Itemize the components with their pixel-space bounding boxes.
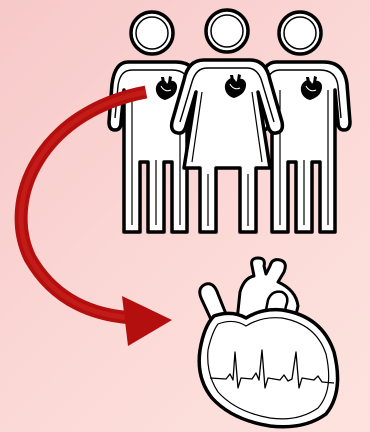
large-heart-icon bbox=[199, 258, 337, 427]
